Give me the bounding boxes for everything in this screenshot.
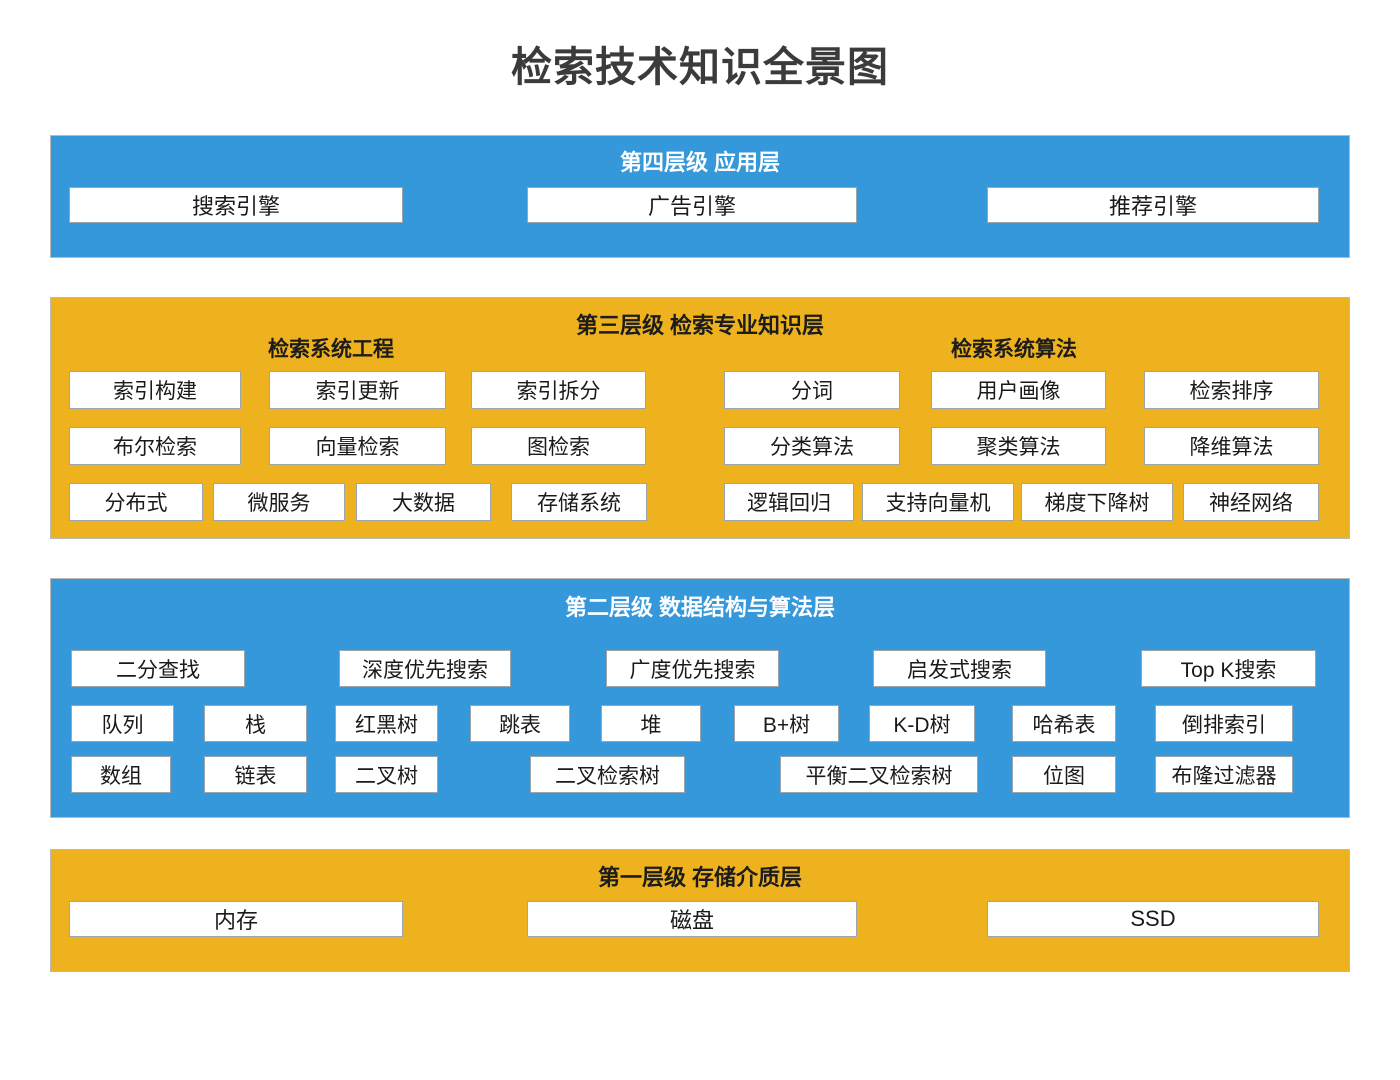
layer-band-domain-knowledge: 第三层级 检索专业知识层 检索系统工程 检索系统算法 索引构建 索引更新 索引拆… — [50, 297, 1350, 539]
node-microservice[interactable]: 微服务 — [213, 483, 345, 521]
node-ssd[interactable]: SSD — [987, 901, 1319, 937]
layer-title-data-structures: 第二层级 数据结构与算法层 — [564, 595, 836, 620]
node-distributed[interactable]: 分布式 — [69, 483, 203, 521]
node-dimensionality-reduction[interactable]: 降维算法 — [1144, 427, 1319, 465]
node-neural-network[interactable]: 神经网络 — [1183, 483, 1319, 521]
node-inverted-index[interactable]: 倒排索引 — [1155, 705, 1293, 742]
node-index-split[interactable]: 索引拆分 — [471, 371, 646, 409]
layer-title-domain-knowledge: 第三层级 检索专业知识层 — [575, 313, 825, 338]
node-user-profile[interactable]: 用户画像 — [931, 371, 1106, 409]
layer-band-storage-media: 第一层级 存储介质层 内存 磁盘 SSD — [50, 849, 1350, 972]
page-title: 检索技术知识全景图 — [511, 44, 889, 90]
node-svm[interactable]: 支持向量机 — [862, 483, 1014, 521]
node-clustering-algorithm[interactable]: 聚类算法 — [931, 427, 1106, 465]
node-logistic-regression[interactable]: 逻辑回归 — [724, 483, 854, 521]
node-gbdt[interactable]: 梯度下降树 — [1021, 483, 1173, 521]
node-boolean-retrieval[interactable]: 布尔检索 — [69, 427, 241, 465]
layer-title-application: 第四层级 应用层 — [619, 150, 781, 175]
node-search-engine[interactable]: 搜索引擎 — [69, 187, 403, 223]
node-retrieval-ranking[interactable]: 检索排序 — [1144, 371, 1319, 409]
group-title-retrieval-engineering: 检索系统工程 — [268, 338, 394, 361]
node-hash-table[interactable]: 哈希表 — [1012, 705, 1116, 742]
node-heap[interactable]: 堆 — [601, 705, 701, 742]
node-word-segmentation[interactable]: 分词 — [724, 371, 900, 409]
node-bitmap[interactable]: 位图 — [1012, 756, 1116, 793]
group-title-retrieval-algorithms: 检索系统算法 — [951, 338, 1077, 361]
node-disk[interactable]: 磁盘 — [527, 901, 857, 937]
node-storage-system[interactable]: 存储系统 — [511, 483, 647, 521]
node-index-build[interactable]: 索引构建 — [69, 371, 241, 409]
node-bplus-tree[interactable]: B+树 — [734, 705, 839, 742]
node-linked-list[interactable]: 链表 — [204, 756, 307, 793]
node-bfs[interactable]: 广度优先搜索 — [606, 650, 779, 687]
node-memory[interactable]: 内存 — [69, 901, 403, 937]
node-recommend-engine[interactable]: 推荐引擎 — [987, 187, 1319, 223]
node-skip-list[interactable]: 跳表 — [470, 705, 570, 742]
node-graph-retrieval[interactable]: 图检索 — [471, 427, 646, 465]
node-array[interactable]: 数组 — [71, 756, 171, 793]
node-stack[interactable]: 栈 — [204, 705, 307, 742]
node-big-data[interactable]: 大数据 — [356, 483, 491, 521]
node-binary-search[interactable]: 二分查找 — [71, 650, 245, 687]
layer-band-application: 第四层级 应用层 搜索引擎 广告引擎 推荐引擎 — [50, 135, 1350, 258]
node-classification-algorithm[interactable]: 分类算法 — [724, 427, 900, 465]
layer-band-data-structures: 第二层级 数据结构与算法层 二分查找 深度优先搜索 广度优先搜索 启发式搜索 T… — [50, 578, 1350, 818]
node-queue[interactable]: 队列 — [71, 705, 174, 742]
node-topk-search[interactable]: Top K搜索 — [1141, 650, 1316, 687]
node-ad-engine[interactable]: 广告引擎 — [527, 187, 857, 223]
node-dfs[interactable]: 深度优先搜索 — [339, 650, 511, 687]
node-index-update[interactable]: 索引更新 — [269, 371, 446, 409]
node-binary-tree[interactable]: 二叉树 — [335, 756, 438, 793]
node-balanced-binary-search-tree[interactable]: 平衡二叉检索树 — [780, 756, 978, 793]
node-vector-retrieval[interactable]: 向量检索 — [269, 427, 446, 465]
node-kd-tree[interactable]: K-D树 — [869, 705, 975, 742]
node-binary-search-tree[interactable]: 二叉检索树 — [530, 756, 685, 793]
layer-title-storage-media: 第一层级 存储介质层 — [597, 865, 803, 890]
node-heuristic-search[interactable]: 启发式搜索 — [873, 650, 1046, 687]
node-bloom-filter[interactable]: 布隆过滤器 — [1155, 756, 1293, 793]
node-red-black-tree[interactable]: 红黑树 — [335, 705, 438, 742]
